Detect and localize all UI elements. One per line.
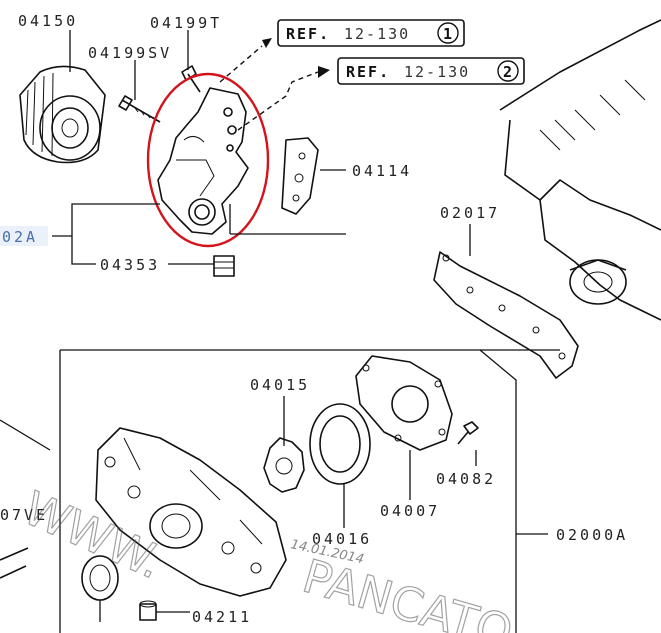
ref-1-prefix: REF. xyxy=(286,25,330,43)
leader-lines xyxy=(52,30,548,622)
ref-1-circle xyxy=(437,22,459,44)
bolt-04199sv-drawing[interactable] xyxy=(118,95,161,123)
label-04199sv[interactable]: 04199SV xyxy=(88,44,172,62)
label-02a[interactable]: 02A xyxy=(2,228,38,246)
label-04007[interactable]: 04007 xyxy=(380,502,440,520)
label-04199t[interactable]: 04199T xyxy=(150,14,222,32)
engine-block-drawing[interactable] xyxy=(499,19,661,321)
outer-rotor-04016-drawing[interactable] xyxy=(309,403,371,485)
ref-arrows xyxy=(219,38,330,131)
label-04150[interactable]: 04150 xyxy=(18,12,78,30)
bolt-04082-drawing[interactable] xyxy=(457,421,479,445)
ref-2-code: 12-130 xyxy=(404,63,470,81)
ref-box-1[interactable]: REF. 12-130 1 xyxy=(277,19,465,47)
assembly-frame-lines xyxy=(0,349,560,633)
label-02017[interactable]: 02017 xyxy=(440,204,500,222)
ref-box-2[interactable]: REF. 12-130 2 xyxy=(337,57,525,85)
ref-2-circled-number: 2 xyxy=(503,63,512,81)
ref-2-prefix: REF. xyxy=(346,63,390,81)
label-04211[interactable]: 04211 xyxy=(192,608,252,626)
oil-filter-bracket-drawing[interactable] xyxy=(157,87,249,235)
watermark: WWW. PANCATO 14.01.2014 xyxy=(15,480,519,633)
gasket-02017-drawing[interactable] xyxy=(433,251,579,379)
ref-2-circle xyxy=(497,60,519,82)
inner-gear-04015-drawing[interactable] xyxy=(263,437,305,493)
part-labels: 04150 04199T 04199SV 02A 04353 04114 020… xyxy=(0,12,628,626)
label-04015[interactable]: 04015 xyxy=(250,376,310,394)
assembly-frame-right xyxy=(479,349,517,633)
plug-04353-drawing[interactable] xyxy=(213,255,235,277)
label-02000a[interactable]: 02000A xyxy=(556,526,628,544)
watermark-line2: PANCATO xyxy=(297,549,519,633)
bolt-04199t-drawing[interactable] xyxy=(181,65,201,93)
label-07ve[interactable]: 07VE xyxy=(0,506,48,524)
oil-pump-case-drawing[interactable] xyxy=(95,427,287,597)
watermark-line1: WWW. xyxy=(16,481,171,590)
highlight-label-bg xyxy=(0,226,48,246)
ref-1-circled-number: 1 xyxy=(443,25,452,43)
gasket-04114-drawing[interactable] xyxy=(281,137,319,215)
pump-cover-04007-drawing[interactable] xyxy=(355,355,453,451)
highlight-circle xyxy=(146,72,270,248)
oil-filter-drawing[interactable] xyxy=(19,65,106,164)
ref-1-code: 12-130 xyxy=(344,25,410,43)
label-04353[interactable]: 04353 xyxy=(100,256,160,274)
sleeve-04211-drawing[interactable] xyxy=(139,600,157,621)
label-04082[interactable]: 04082 xyxy=(436,470,496,488)
label-04114[interactable]: 04114 xyxy=(352,162,412,180)
stud-bolts-drawing[interactable] xyxy=(0,547,29,579)
label-04016[interactable]: 04016 xyxy=(312,530,372,548)
